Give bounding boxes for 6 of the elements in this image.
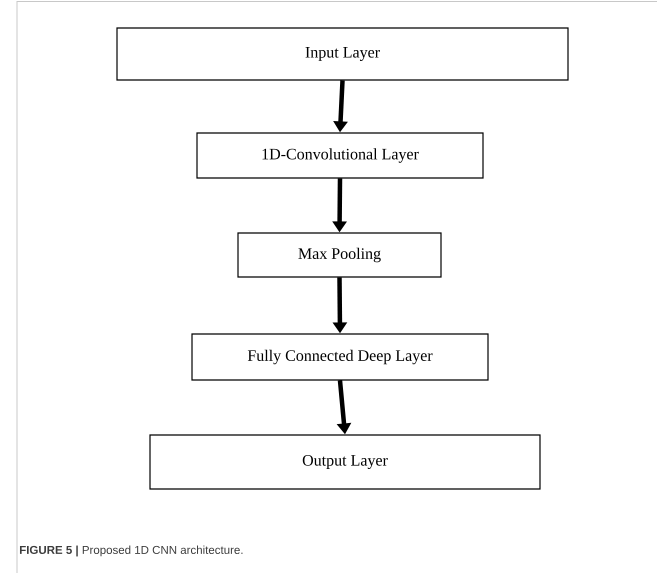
layer-box: Max Pooling [237,232,442,278]
layer-box: Fully Connected Deep Layer [191,333,489,381]
layer-box: Input Layer [116,27,569,81]
layer-box: 1D-Convolutional Layer [196,132,484,179]
layer-box: Output Layer [149,434,541,490]
figure-caption: FIGURE 5 | Proposed 1D CNN architecture. [20,546,242,556]
